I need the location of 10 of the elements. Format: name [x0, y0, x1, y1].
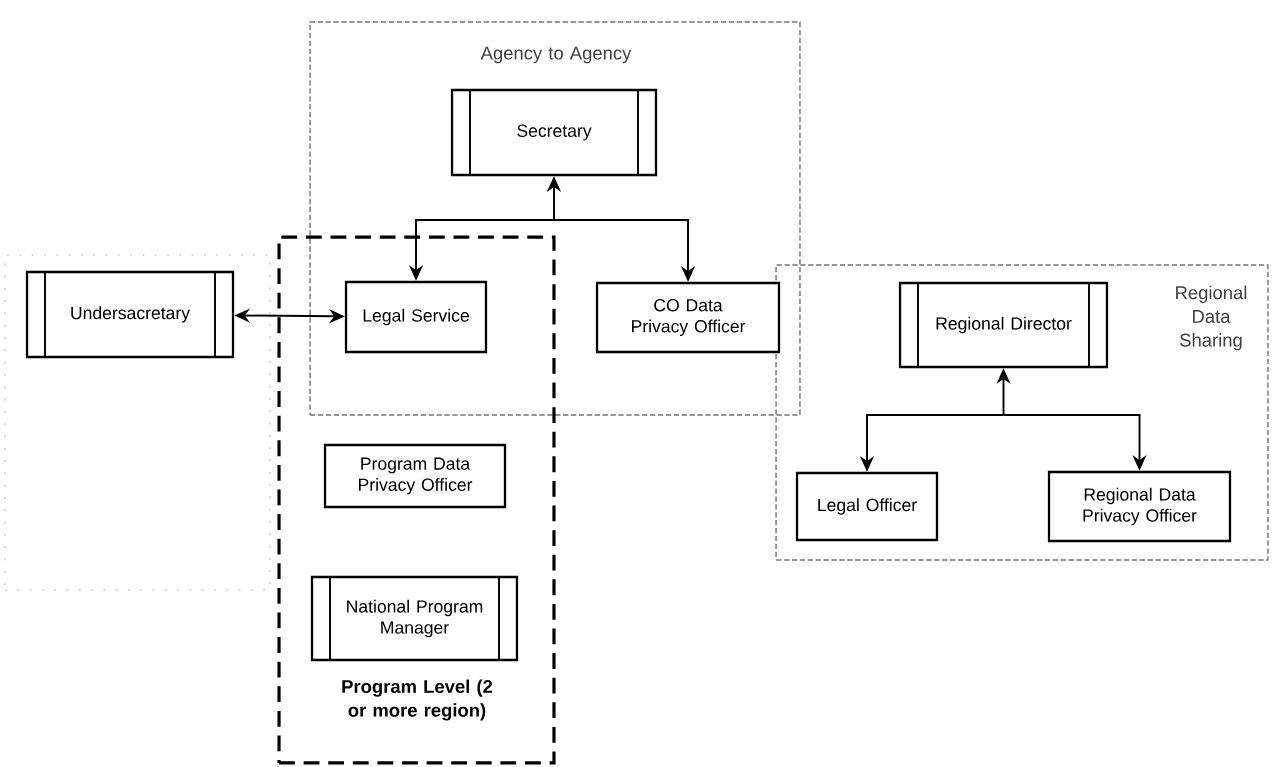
process-box: Undersacretary	[25, 270, 235, 359]
role-box: Program Data Privacy Officer	[323, 443, 507, 509]
role-box: CO Data Privacy Officer	[595, 281, 781, 354]
process-box: Secretary	[450, 88, 658, 177]
process-box: National Program Manager	[310, 575, 519, 662]
region-outline	[4, 254, 271, 591]
role-box: Legal Officer	[795, 471, 939, 542]
role-box: Legal Service	[344, 280, 488, 354]
process-box: Regional Director	[898, 281, 1109, 369]
role-box: Regional Data Privacy Officer	[1047, 470, 1232, 543]
